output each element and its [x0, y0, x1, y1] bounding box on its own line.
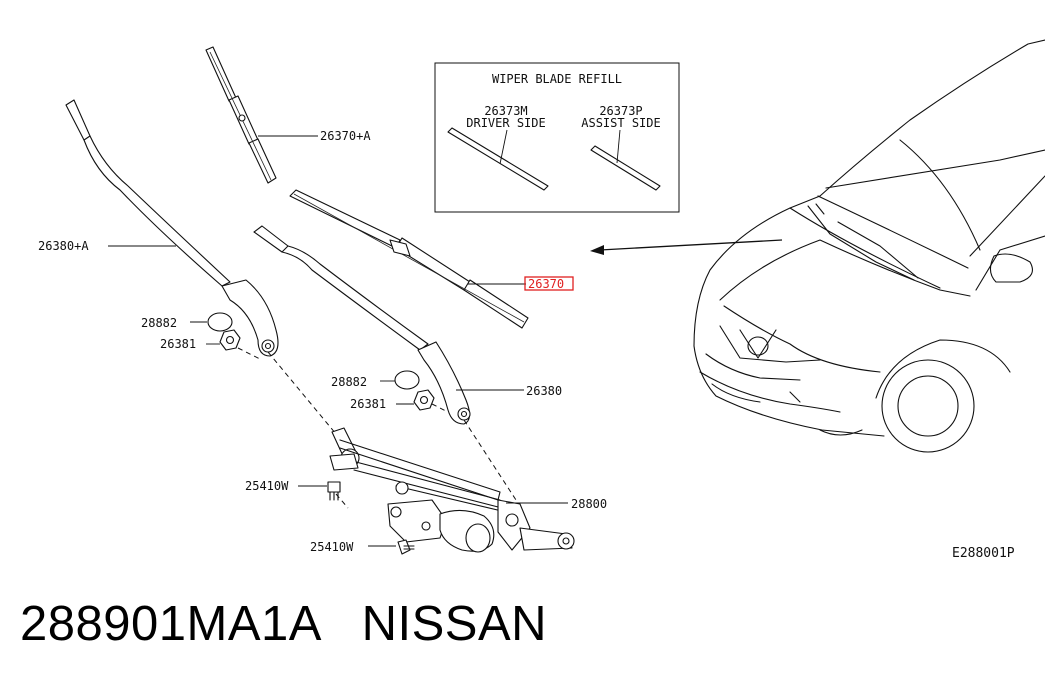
driver-pivot-nut: [219, 329, 241, 351]
driver-wiper-blade: [205, 46, 277, 184]
refill-assist-part: 26373P: [599, 104, 642, 118]
wiper-blade-refill-box: [434, 62, 680, 213]
brand-name: NISSAN: [361, 597, 548, 651]
wiper-linkage: [329, 427, 575, 553]
callout-linkage: 28800: [571, 497, 607, 511]
callout-arm-assist: 26380: [526, 384, 562, 398]
callout-blade-assist: 26370: [528, 277, 564, 291]
assist-pivot-nut: [413, 389, 435, 411]
part-number: 288901MA1A: [20, 597, 320, 651]
assist-pivot-cap: [394, 370, 420, 390]
refill-driver-part: 26373M: [484, 104, 527, 118]
callout-bolt-lower: 25410W: [310, 540, 354, 554]
callout-cap-assist: 28882: [331, 375, 367, 389]
callout-cap-driver: 28882: [141, 316, 177, 330]
pointer-arrow: [590, 239, 783, 255]
callout-nut-driver: 26381: [160, 337, 196, 351]
driver-wiper-arm: [65, 99, 279, 357]
callout-blade-driver: 26370+A: [320, 129, 371, 143]
refill-driver-side: DRIVER SIDE: [466, 116, 545, 130]
callout-nut-assist: 26381: [350, 397, 386, 411]
refill-title: WIPER BLADE REFILL: [492, 72, 622, 86]
bolt-upper: [327, 481, 341, 501]
refill-assist-side: ASSIST SIDE: [581, 116, 660, 130]
assist-wiper-arm: [253, 225, 471, 425]
callout-bolt-upper: 25410W: [245, 479, 289, 493]
vehicle-illustration: [693, 39, 1045, 453]
part-caption: 288901MA1A NISSAN: [20, 596, 547, 652]
bolt-lower: [397, 539, 415, 555]
figure-code: E288001P: [952, 546, 1015, 561]
callout-arm-driver: 26380+A: [38, 239, 89, 253]
driver-pivot-cap: [207, 312, 233, 332]
highlight-box: [524, 276, 574, 291]
parts-diagram: WIPER BLADE REFILL 26373M DRIVER SIDE 26…: [38, 39, 1045, 561]
assist-wiper-blade: [289, 189, 529, 329]
